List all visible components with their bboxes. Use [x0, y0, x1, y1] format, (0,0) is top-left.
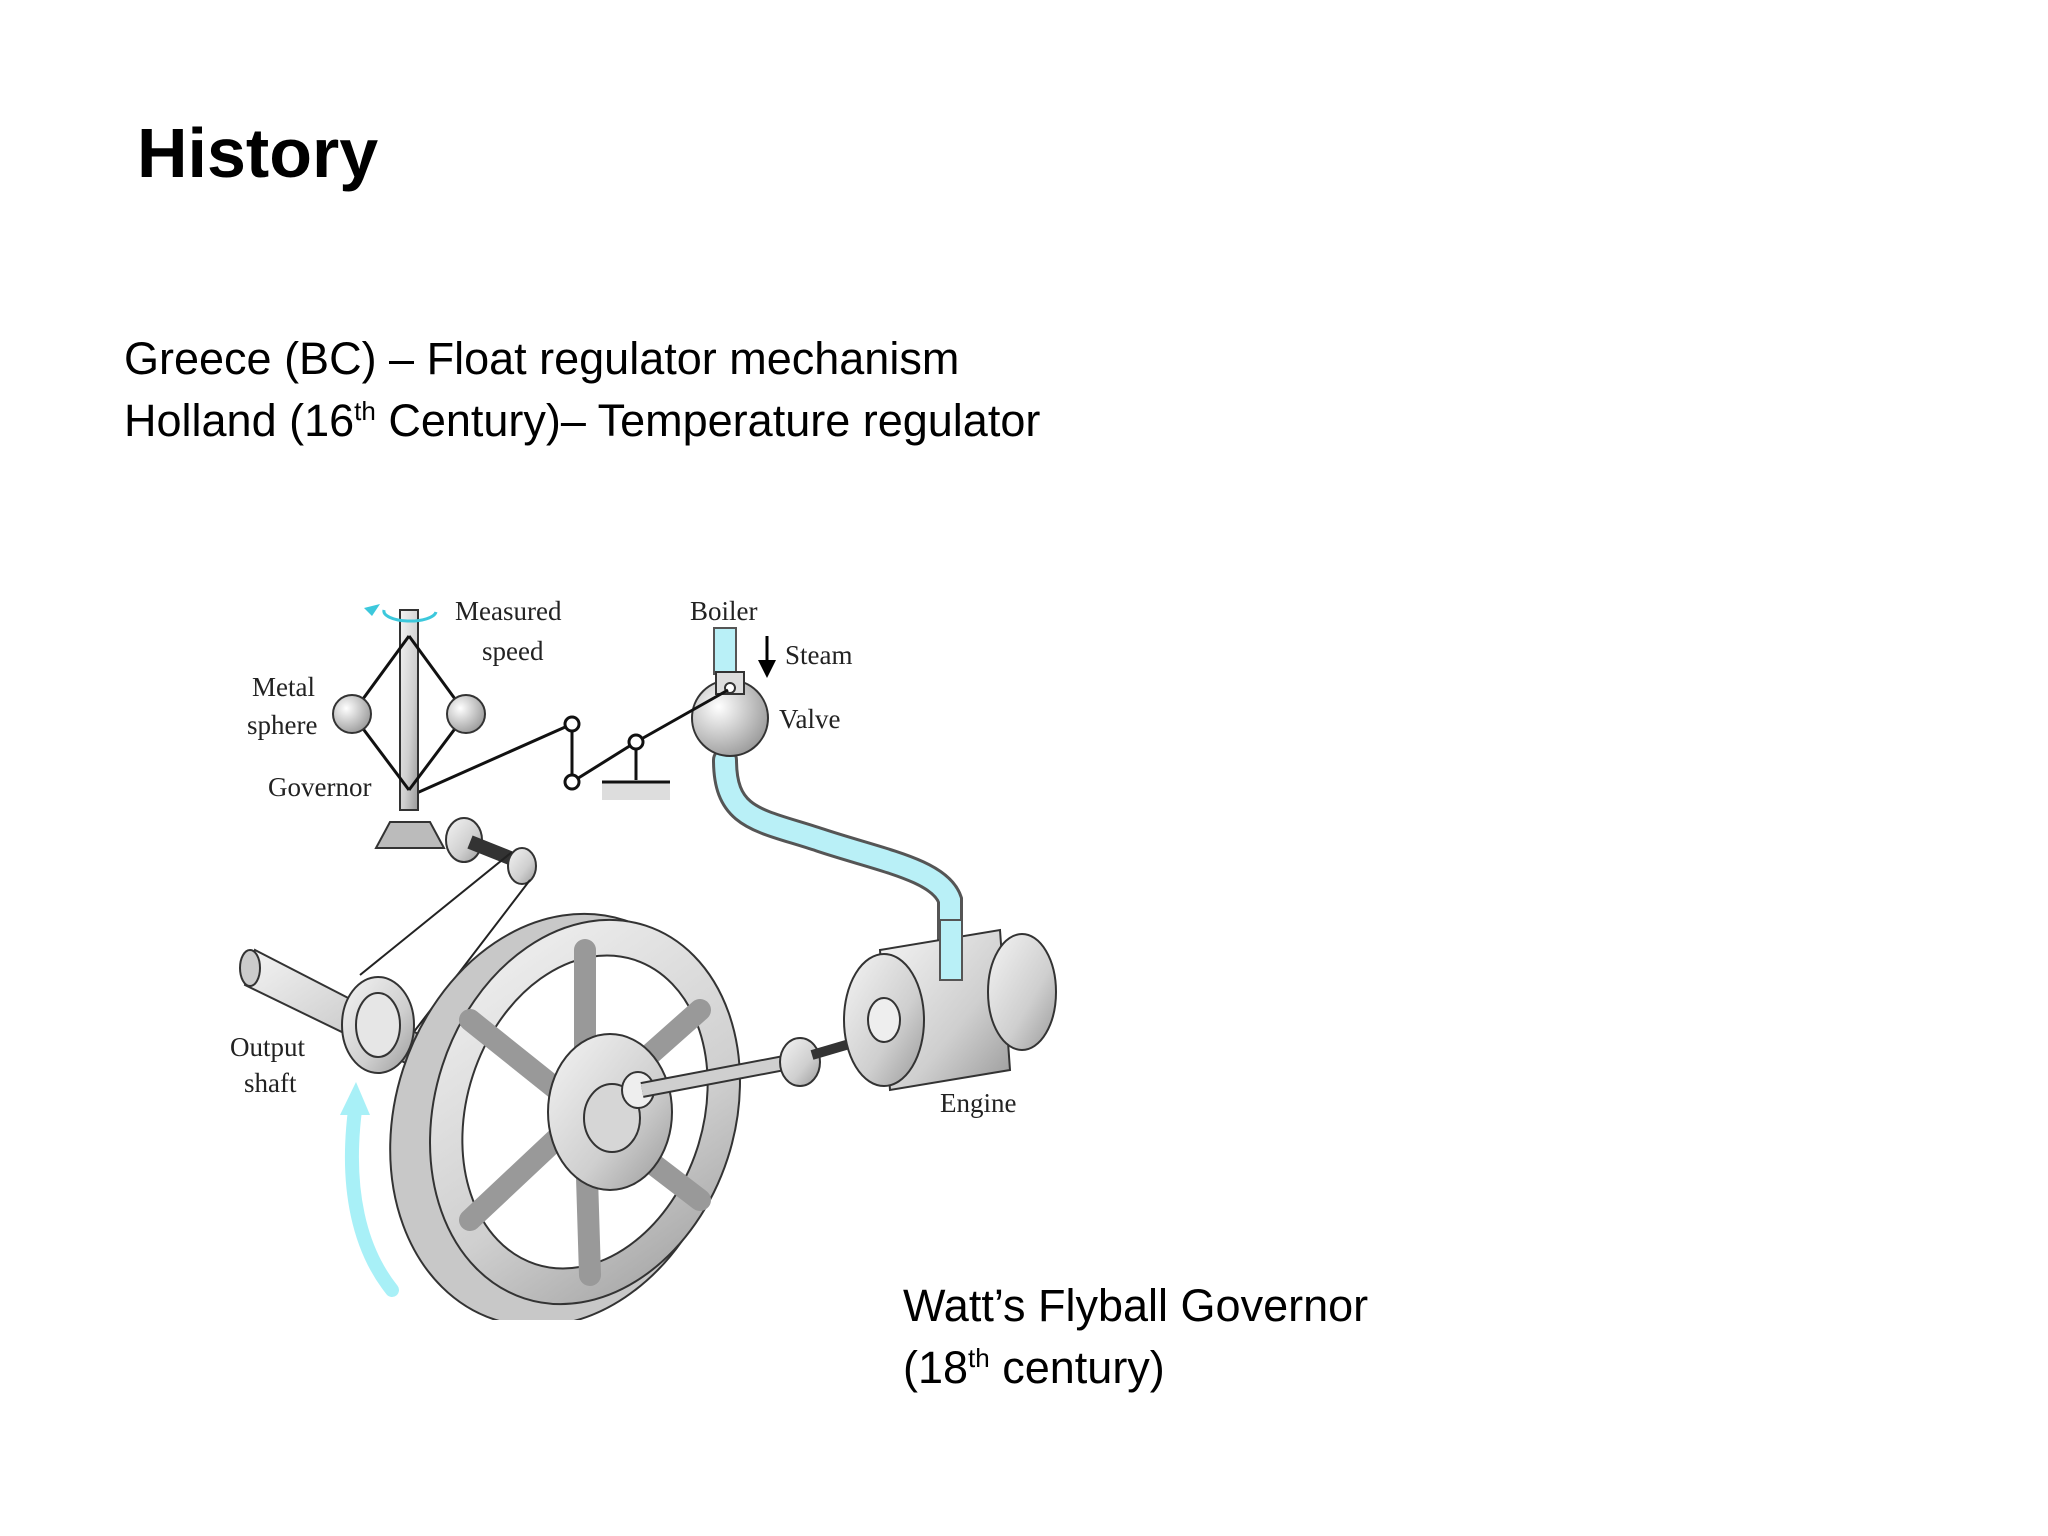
label-governor: Governor [268, 772, 371, 802]
caption-line-2-pre: (18 [903, 1342, 969, 1393]
arrowhead-icon [340, 1082, 370, 1115]
connecting-rod [640, 1030, 882, 1098]
label-output-1: Output [230, 1032, 306, 1062]
slide-title: History [137, 114, 379, 192]
label-output-2: shaft [244, 1068, 297, 1098]
governor [332, 604, 537, 885]
flyball-governor-diagram: Measured speed Boiler Steam Metal sphere… [230, 596, 1057, 1320]
label-metal-2: sphere [247, 710, 317, 740]
caption-line-2: (18th century) [903, 1337, 1368, 1399]
rotation-arrow-icon [364, 604, 380, 616]
bullet-greece: Greece (BC) – Float regulator mechanism [124, 333, 960, 384]
label-engine: Engine [940, 1088, 1016, 1118]
output-shaft [239, 948, 432, 1074]
figure-caption: Watt’s Flyball Governor (18th century) [903, 1275, 1368, 1399]
engine [843, 919, 1057, 1092]
label-boiler: Boiler [690, 596, 758, 626]
metal-sphere-right [446, 694, 486, 734]
label-measured-2: speed [482, 636, 544, 666]
flywheel [389, 912, 741, 1320]
bullet-holland-pre: Holland (16 [124, 395, 355, 446]
metal-sphere-left [332, 694, 372, 734]
bevel-gear [374, 821, 446, 849]
bullet-holland-sup: th [354, 396, 376, 426]
caption-line-2-sup: th [968, 1343, 990, 1373]
belt [359, 851, 531, 1051]
body-text: Greece (BC) – Float regulator mechanism … [124, 328, 1040, 452]
linkage [409, 688, 729, 800]
label-metal-1: Metal [252, 672, 315, 702]
caption-line-1: Watt’s Flyball Governor [903, 1280, 1369, 1331]
caption-line-2-post: century) [989, 1342, 1165, 1393]
valve [691, 671, 769, 757]
steam-pipe [712, 627, 963, 993]
bullet-holland: Holland (16th Century)– Temperature regu… [124, 390, 1040, 452]
flywheel-rotation-arrow-icon [344, 1103, 399, 1297]
steam-arrow-icon [758, 636, 776, 678]
label-valve: Valve [779, 704, 840, 734]
bullet-holland-post: Century)– Temperature regulator [375, 395, 1041, 446]
label-measured-1: Measured [455, 596, 562, 626]
label-steam: Steam [785, 640, 853, 670]
